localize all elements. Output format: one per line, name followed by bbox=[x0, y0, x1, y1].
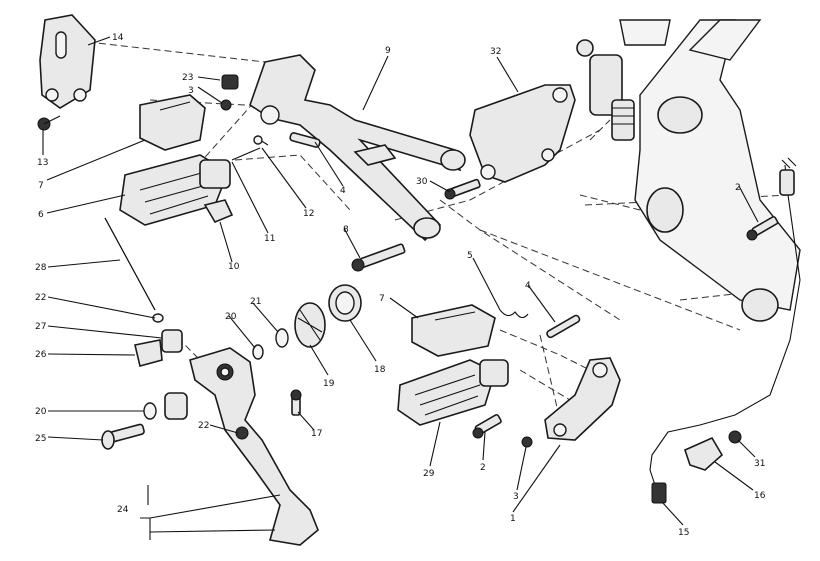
part-2-bolt-upper bbox=[746, 215, 779, 241]
part-11-spring bbox=[231, 147, 261, 161]
callout-21: 21 bbox=[250, 297, 261, 307]
sensor-cable bbox=[649, 157, 801, 486]
callout-6: 6 bbox=[38, 210, 44, 220]
part-4-pin-lower bbox=[546, 314, 581, 339]
part-15-connector bbox=[651, 482, 667, 504]
callout-13: 13 bbox=[37, 158, 48, 168]
part-14-bracket bbox=[39, 14, 96, 109]
callout-12: 12 bbox=[303, 209, 314, 219]
part-7-lower-rubber bbox=[411, 304, 496, 357]
part-19-spring bbox=[294, 302, 326, 348]
callout-23: 23 bbox=[182, 73, 193, 83]
callout-3-top: 3 bbox=[188, 86, 194, 96]
callout-18: 18 bbox=[374, 365, 386, 375]
callout-15: 15 bbox=[678, 528, 689, 538]
part-24-brake-lever bbox=[189, 347, 319, 546]
callout-29: 29 bbox=[423, 469, 435, 479]
part-29-footpeg bbox=[397, 359, 509, 426]
callout-28: 28 bbox=[35, 263, 47, 273]
part-18-bushing bbox=[328, 284, 362, 322]
frame-section bbox=[619, 19, 801, 322]
callout-7-top: 7 bbox=[38, 181, 44, 191]
callout-24: 24 bbox=[117, 505, 129, 515]
part-3-washer-lower bbox=[521, 436, 533, 448]
callout-3-lower: 3 bbox=[513, 492, 519, 502]
callout-9: 9 bbox=[385, 46, 391, 56]
callout-22-left: 22 bbox=[35, 293, 46, 303]
part-7-footpeg-rubber bbox=[139, 94, 206, 151]
part-21-washer bbox=[275, 328, 289, 348]
callout-32: 32 bbox=[490, 47, 501, 57]
part-20-washer-mid bbox=[252, 344, 264, 360]
callout-11: 11 bbox=[264, 234, 275, 244]
master-cylinder bbox=[576, 39, 635, 141]
callout-8: 8 bbox=[343, 225, 349, 235]
part-13-bolt bbox=[37, 115, 61, 131]
callout-leaders bbox=[42, 36, 759, 540]
callout-5: 5 bbox=[467, 251, 473, 261]
callout-26: 26 bbox=[35, 350, 47, 360]
part-4-pin-upper bbox=[289, 132, 321, 148]
part-23-spring bbox=[221, 74, 239, 90]
part-25-bolt bbox=[101, 423, 145, 450]
part-10-clip bbox=[203, 199, 234, 224]
part-16-clip bbox=[684, 436, 724, 471]
callout-22-lower: 22 bbox=[198, 421, 209, 431]
part-9-bracket bbox=[249, 54, 466, 242]
part-20-washer bbox=[143, 402, 157, 420]
part-2-bolt-lower bbox=[472, 413, 502, 439]
part-27-joint bbox=[161, 329, 183, 353]
callout-31: 31 bbox=[754, 459, 765, 469]
part-26-clevis bbox=[134, 339, 163, 367]
callout-25: 25 bbox=[35, 434, 46, 444]
callout-labels: 14 13 23 3 9 32 7 6 12 11 4 30 2 8 10 28… bbox=[35, 33, 766, 538]
callout-4-top: 4 bbox=[340, 186, 346, 196]
part-17-bolt bbox=[290, 389, 302, 416]
callout-2-top: 2 bbox=[735, 183, 741, 193]
callout-1: 1 bbox=[510, 514, 516, 524]
callout-20-mid: 20 bbox=[225, 312, 237, 322]
part-12-pin bbox=[253, 135, 269, 146]
callout-10: 10 bbox=[228, 262, 240, 272]
callout-16: 16 bbox=[754, 491, 766, 501]
part-28-rod bbox=[104, 217, 156, 311]
part-5-spring bbox=[499, 309, 529, 319]
callout-17: 17 bbox=[311, 429, 322, 439]
part-32-bracket bbox=[469, 84, 576, 183]
part-1-bracket bbox=[544, 357, 621, 441]
part-3-washer-top bbox=[220, 99, 232, 111]
callout-27: 27 bbox=[35, 322, 46, 332]
callout-7-lower: 7 bbox=[379, 294, 385, 304]
callout-14: 14 bbox=[112, 33, 124, 43]
callout-30: 30 bbox=[416, 177, 428, 187]
part-bushing bbox=[164, 392, 188, 420]
callout-2-lower: 2 bbox=[480, 463, 486, 473]
callout-19: 19 bbox=[323, 379, 335, 389]
part-30-bolt bbox=[444, 178, 481, 200]
callout-4-lower: 4 bbox=[525, 281, 531, 291]
part-8-bolt bbox=[351, 243, 406, 272]
part-6-footpeg bbox=[119, 154, 231, 226]
callout-20-left: 20 bbox=[35, 407, 47, 417]
